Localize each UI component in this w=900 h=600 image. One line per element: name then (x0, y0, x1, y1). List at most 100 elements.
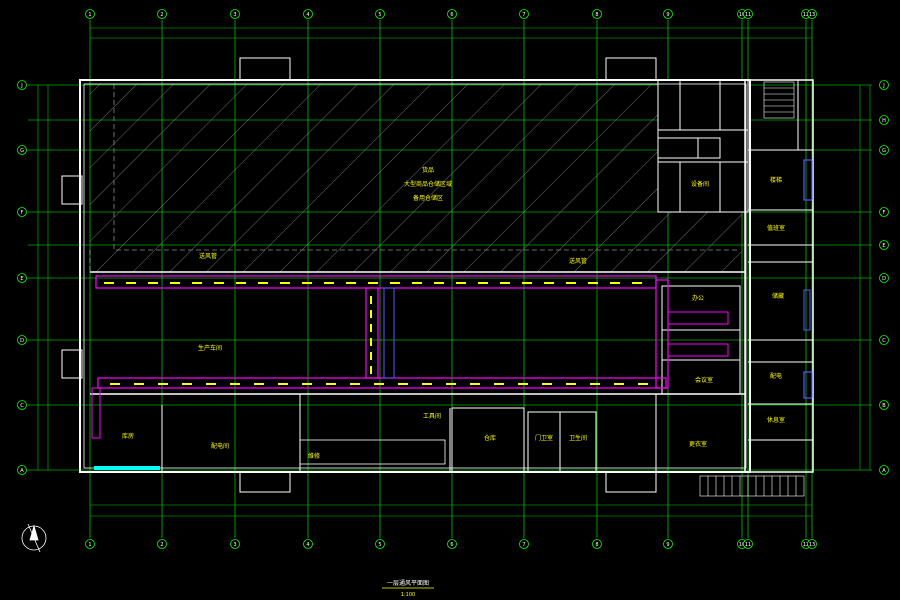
svg-text:5: 5 (378, 542, 381, 548)
duct-tag (456, 282, 466, 284)
top-axis-bubble-3: 3 (230, 9, 240, 19)
room-13-label: 配电 (770, 372, 782, 380)
duct-label-1: 送风管 (199, 252, 217, 260)
bottom-axis-bubble-3: 3 (230, 539, 240, 549)
duct-tag (518, 383, 528, 385)
svg-text:A: A (882, 468, 886, 474)
top-axis-bubble-9: 9 (663, 9, 673, 19)
svg-text:D: D (882, 276, 886, 282)
drawing-title-block: 一层通风平面图 1:100 (382, 579, 434, 598)
duct-tag (390, 282, 400, 284)
svg-text:6: 6 (450, 12, 453, 18)
duct-tag (632, 282, 642, 284)
duct-tag (126, 282, 136, 284)
room-8-label: 更衣室 (689, 440, 707, 448)
duct-tag (544, 282, 554, 284)
duct-tag (368, 282, 378, 284)
duct-tag (370, 324, 372, 332)
drawing-scale: 1:100 (401, 592, 415, 598)
svg-text:6: 6 (450, 542, 453, 548)
duct-tag (148, 282, 158, 284)
right-axis-bubble-B: B (879, 400, 889, 410)
duct-tag (182, 383, 192, 385)
duct-tag (324, 282, 334, 284)
svg-text:G: G (20, 148, 24, 154)
duct-tag (412, 282, 422, 284)
room-1-label: 库房 (122, 432, 134, 440)
svg-text:10: 10 (739, 542, 745, 548)
room-7-label: 卫生间 (569, 434, 587, 442)
hatched-area-labels: 货品 大型商品仓储区域 备用仓储区 (404, 166, 452, 202)
top-axis-bubble-1: 1 (85, 9, 95, 19)
duct-tag (610, 282, 620, 284)
bottom-axis-bubble-13: 13 (807, 539, 817, 549)
stairs (699, 81, 805, 497)
left-axis-bubble-J: J (17, 80, 27, 90)
right-axis-bubble-G: G (879, 145, 889, 155)
duct-tag (422, 383, 432, 385)
duct-tag (206, 383, 216, 385)
duct-tag (590, 383, 600, 385)
bottom-axis-bubble-4: 4 (303, 539, 313, 549)
bottom-axis-bubble-2: 2 (157, 539, 167, 549)
room-12-label: 储藏 (772, 292, 784, 300)
bottom-axis-bubble-11: 11 (743, 539, 753, 549)
room-11-label: 值班室 (767, 224, 785, 232)
bottom-axis-bubble-6: 6 (447, 539, 457, 549)
svg-text:13: 13 (809, 542, 815, 548)
duct-tag (302, 282, 312, 284)
svg-text:C: C (882, 338, 886, 344)
duct-tag (110, 383, 120, 385)
left-axis-bubble-G: G (17, 145, 27, 155)
duct-tag (350, 383, 360, 385)
svg-text:D: D (20, 338, 24, 344)
svg-text:11: 11 (745, 542, 751, 548)
svg-text:9: 9 (666, 542, 669, 548)
duct-tag (258, 282, 268, 284)
svg-text:8: 8 (595, 12, 598, 18)
duct-tag (370, 352, 372, 360)
svg-text:4: 4 (306, 12, 309, 18)
duct-tag (254, 383, 264, 385)
building-walls (61, 57, 814, 493)
right-axis-bubble-C: C (879, 335, 889, 345)
top-axis-bubble-5: 5 (375, 9, 385, 19)
duct-tag (134, 383, 144, 385)
svg-text:9: 9 (666, 12, 669, 18)
svg-text:B: B (882, 403, 886, 409)
room-14-label: 休息室 (767, 416, 785, 424)
duct-tag (230, 383, 240, 385)
top-axis-bubble-7: 7 (519, 9, 529, 19)
svg-text:A: A (20, 468, 24, 474)
bottom-axis-bubble-1: 1 (85, 539, 95, 549)
svg-text:12: 12 (803, 12, 809, 18)
duct-tag (588, 282, 598, 284)
room-9-label: 办公 (692, 294, 704, 302)
left-axis-bubble-E: E (17, 273, 27, 283)
duct-label-2: 送风管 (569, 257, 587, 265)
right-axis-bubble-F: F (879, 207, 889, 217)
duct-tag (542, 383, 552, 385)
duct-tag (500, 282, 510, 284)
north-arrow-icon (21, 523, 47, 553)
duct-tag (346, 282, 356, 284)
left-axis-bubble-A: A (17, 465, 27, 475)
svg-text:4: 4 (306, 542, 309, 548)
cyan-floor-strip (94, 466, 160, 470)
svg-text:E: E (20, 276, 23, 282)
svg-text:G: G (882, 148, 886, 154)
left-axis-bubble-C: C (17, 400, 27, 410)
svg-text:10: 10 (739, 12, 745, 18)
right-axis-bubble-E: E (879, 240, 889, 250)
room-2-label: 配电间 (211, 442, 229, 450)
room-6-label: 门卫室 (535, 434, 553, 442)
svg-text:5: 5 (378, 12, 381, 18)
svg-text:2: 2 (160, 542, 163, 548)
svg-text:13: 13 (809, 12, 815, 18)
svg-text:7: 7 (522, 542, 525, 548)
top-axis-bubble-11: 11 (743, 9, 753, 19)
duct-tag (370, 366, 372, 374)
duct-tag (398, 383, 408, 385)
left-axis-bubble-F: F (17, 207, 27, 217)
